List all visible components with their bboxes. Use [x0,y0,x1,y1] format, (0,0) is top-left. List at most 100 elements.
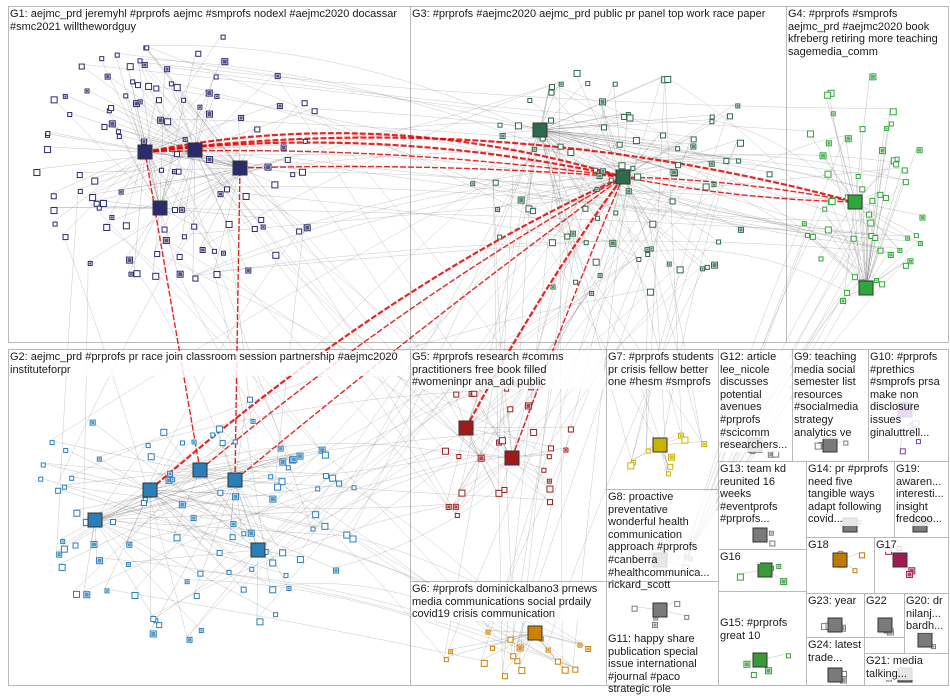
edge [150,490,151,616]
node [622,114,627,119]
node [860,553,865,558]
node [255,127,260,132]
node [148,454,154,460]
node [511,654,516,659]
node [903,263,908,268]
node [285,157,290,162]
node-fill [547,649,549,651]
node [786,654,790,658]
node [227,570,231,574]
node [59,564,65,570]
node [323,474,328,479]
node [895,157,899,161]
node-fill [89,262,91,264]
node [508,407,513,412]
node-fill [548,480,550,482]
inter-group-edge [62,485,446,508]
node-fill [98,458,100,460]
node-fill [579,644,581,646]
node [153,273,159,279]
hub-node [859,281,873,295]
node [230,535,235,540]
node [211,433,215,437]
hub-node [459,421,473,435]
node-fill [282,146,285,149]
edge [154,550,258,619]
node-fill [871,75,875,79]
node-fill [208,157,212,161]
node [116,130,120,134]
inter-group-edge [193,241,888,276]
node-fill [447,505,450,508]
edge [100,200,160,208]
group-label-g7: G7: #prprofs students pr crisis fellow b… [608,351,716,389]
node [68,113,72,117]
node-fill [821,154,825,158]
hub-node [616,170,630,184]
inter-group-edge [646,76,665,449]
node [844,441,848,445]
node-fill [180,503,184,507]
node [873,235,878,240]
node [62,485,66,489]
node-fill [713,263,717,267]
edge [95,520,185,580]
node [286,466,290,470]
node [829,198,835,204]
node-fill [932,646,934,648]
group-box-g2 [9,350,411,686]
node-fill [186,581,188,583]
node [135,83,140,88]
hub-node [918,633,932,647]
node-fill [180,208,183,211]
node [883,195,888,200]
hub-node [653,603,667,617]
inter-group-edge [665,76,880,281]
node-fill [86,90,88,92]
node-fill [670,455,674,459]
node [165,119,171,125]
edge [182,150,195,235]
node-fill [207,112,211,116]
node-fill [178,272,182,276]
node [132,592,138,598]
node-fill [703,443,706,446]
node-fill [770,532,772,534]
group-label-g1: G1: aejmc_prd jeremyhl #prprofs aejmc #s… [10,8,408,33]
node [311,527,315,531]
node [127,64,133,70]
node [613,82,617,86]
node-fill [803,223,805,225]
node [457,455,461,459]
inter-group-edge [179,123,498,207]
node [134,271,140,277]
node [196,51,201,56]
node [300,169,306,175]
node [79,64,84,69]
node [675,163,680,168]
node [51,208,57,214]
node [34,170,40,176]
node-fill [526,404,530,408]
node-fill [276,75,279,78]
node-fill [876,280,878,282]
node [146,83,152,89]
node-fill [172,479,174,481]
node [174,152,179,157]
node [291,173,295,177]
node [455,514,459,518]
node-fill [252,420,254,422]
hub-node [505,451,519,465]
node [46,132,50,136]
node [159,168,163,172]
node [225,187,230,192]
node [110,519,115,524]
node [619,163,625,169]
node-fill [130,273,132,275]
node [586,82,590,86]
node [565,234,570,239]
hub-node [153,201,167,215]
inter-group-edge [182,168,902,235]
node [542,468,546,472]
node-fill [668,263,670,265]
